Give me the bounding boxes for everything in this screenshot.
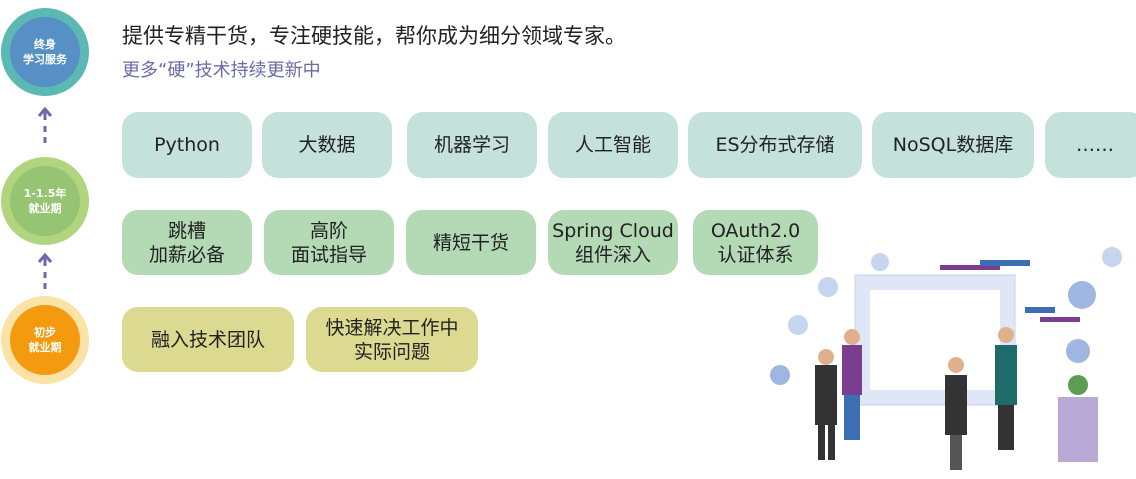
stage-line: 就业期: [28, 341, 62, 354]
tag-label: 融入技术团队: [150, 328, 265, 351]
tag-label: 认证体系: [717, 243, 794, 266]
mail-icon: [1068, 281, 1096, 309]
tag-label: 跳槽: [167, 219, 206, 242]
tag-label: 大数据: [298, 134, 356, 156]
tag-label: ……: [1076, 134, 1114, 156]
doc-icon: [788, 315, 808, 335]
tag-nosql[interactable]: NoSQL数据库: [872, 112, 1034, 178]
tag-label: Spring Cloud: [552, 219, 674, 242]
tag-machine-learning[interactable]: 机器学习: [407, 112, 537, 178]
page-title: 提供专精干货，专注硬技能，帮你成为细分领域专家。: [122, 24, 626, 48]
tag-label: Python: [154, 134, 220, 156]
tag-label: 机器学习: [433, 134, 510, 156]
calendar-icon: [770, 365, 790, 385]
stage-line: 学习服务: [23, 53, 67, 66]
stage-1-1.5-years: 1-1.5年就业期: [1, 157, 89, 245]
tag-label: NoSQL数据库: [892, 134, 1014, 156]
tag-concise[interactable]: 精短干货: [406, 210, 536, 275]
plant-icon: [1068, 375, 1088, 395]
tag-label: 面试指导: [290, 243, 367, 266]
stage-line: 终身: [34, 38, 56, 51]
tag-label: OAuth2.0: [710, 219, 801, 242]
grid-icon: [871, 253, 889, 271]
tag-solve-problems[interactable]: 快速解决工作中实际问题: [306, 307, 478, 372]
arrow-up-icon: [37, 106, 53, 143]
tag-ai[interactable]: 人工智能: [548, 112, 678, 178]
tag-big-data[interactable]: 大数据: [262, 112, 392, 178]
stage-line: 初步: [34, 326, 56, 339]
tag-team[interactable]: 融入技术团队: [122, 307, 294, 372]
lock-icon: [1102, 247, 1122, 267]
stage-line: 1-1.5年: [23, 187, 67, 200]
plant-pedestal: [1058, 397, 1098, 462]
tag-label: 高阶: [309, 219, 348, 242]
tag-label: 组件深入: [574, 243, 651, 266]
stage-lifelong: 终身学习服务: [1, 8, 89, 96]
calendar-icon: [1066, 339, 1090, 363]
tag-label: 快速解决工作中: [325, 316, 459, 339]
page-subtitle: 更多“硬”技术持续更新中: [122, 60, 321, 81]
tag-label: ES分布式存储: [715, 134, 835, 156]
tag-python[interactable]: Python: [122, 112, 252, 178]
tag-label: 实际问题: [353, 340, 430, 363]
tag-interview[interactable]: 高阶面试指导: [264, 210, 394, 275]
stage-entry: 初步就业期: [1, 296, 89, 384]
arrow-up-icon: [37, 252, 53, 289]
team-illustration: [770, 247, 1122, 470]
tag-job-hop[interactable]: 跳槽加薪必备: [122, 210, 252, 275]
dashboard-panel: [870, 290, 1000, 390]
stage-line: 就业期: [28, 202, 62, 215]
tag-label: 精短干货: [432, 231, 509, 254]
tag-more[interactable]: ……: [1045, 112, 1136, 178]
tag-label: 人工智能: [574, 134, 651, 156]
tag-label: 加薪必备: [148, 243, 225, 266]
tag-es[interactable]: ES分布式存储: [688, 112, 862, 178]
chat-icon: [818, 277, 838, 297]
